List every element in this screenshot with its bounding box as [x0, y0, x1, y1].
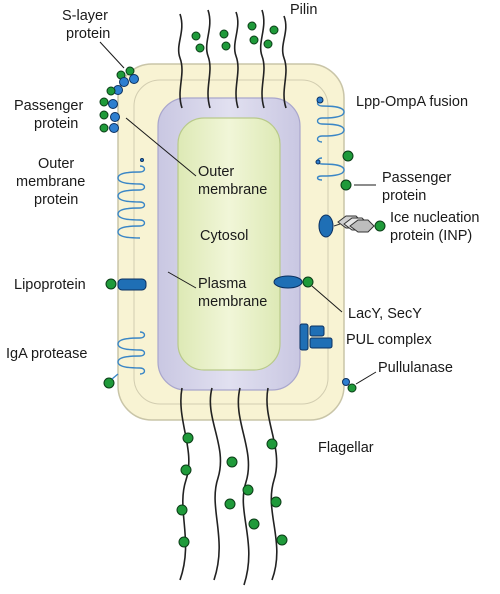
flagellar-group: [176, 387, 288, 586]
outer-membrane-protein-label-1: Outer: [38, 156, 74, 172]
inp-repeat-domain: [333, 215, 375, 233]
iga-protease-label: IgA protease: [6, 346, 87, 362]
pilin-protein: [195, 43, 205, 53]
outer-membrane-leader: [125, 117, 197, 177]
pilin-hair: [233, 11, 239, 109]
lpp-ompa-loop: [316, 99, 345, 143]
flagellar-protein: [176, 504, 188, 516]
iga-protease-loop: [117, 331, 146, 375]
passenger-left-label-1: Passenger: [14, 98, 83, 114]
inp-label-1: Ice nucleation: [390, 210, 479, 226]
flagellar-protein: [182, 432, 194, 444]
inp-passenger: [374, 220, 386, 232]
flagellar-protein: [242, 484, 254, 496]
flagellar-protein: [276, 534, 288, 546]
pilin-protein: [191, 31, 201, 41]
passenger-right-label-2: protein: [382, 188, 426, 204]
s-layer-protein-cluster: [106, 66, 139, 96]
s-layer-leader: [99, 41, 125, 69]
lipoprotein: [105, 278, 117, 290]
outer-membrane-protein-loop: [117, 165, 146, 239]
lipoprotein-anchor: [117, 278, 147, 291]
s-layer-protein: [129, 74, 139, 84]
lpp-ompa-label: Lpp-OmpA fusion: [356, 94, 468, 110]
flagellar-label: Flagellar: [318, 440, 374, 456]
plasma-membrane-label-2: membrane: [198, 294, 267, 310]
inp-label-2: protein (INP): [390, 228, 472, 244]
passenger-right-label-1: Passenger: [382, 170, 451, 186]
passenger-protein: [99, 110, 109, 120]
s-layer-protein: [119, 77, 129, 87]
s-layer-protein: [106, 86, 116, 96]
pullulanase-label: Pullulanase: [378, 360, 453, 376]
pilin-group: [177, 9, 287, 109]
s-layer-label-1: S-layer: [62, 8, 108, 24]
passenger-right-anchor: [315, 159, 321, 165]
passenger-protein-right: [340, 179, 352, 191]
plasma-membrane-leader: [167, 271, 197, 289]
pilin-label: Pilin: [290, 2, 317, 18]
flagellar-protein: [226, 456, 238, 468]
cytosol-region: [177, 117, 281, 371]
flagellar-protein: [224, 498, 236, 510]
lacy-secy-label: LacY, SecY: [348, 306, 422, 322]
flagellum: [266, 387, 278, 581]
outer-membrane-protein-label-3: protein: [34, 192, 78, 208]
passenger-left-label-2: protein: [34, 116, 78, 132]
flagellar-protein: [180, 464, 192, 476]
passenger-protein-left-cluster: [99, 97, 120, 133]
passenger-protein: [99, 123, 109, 133]
pullulanase-domain: [342, 378, 350, 386]
iga-protease-link: [111, 373, 119, 380]
flagellum: [237, 387, 250, 586]
pilin-protein: [221, 41, 231, 51]
pilin-protein: [249, 35, 259, 45]
lipoprotein-label: Lipoprotein: [14, 277, 86, 293]
outer-membrane-protein-tip: [140, 158, 144, 162]
pilin-hair: [205, 9, 211, 109]
plasma-membrane-label-1: Plasma: [198, 276, 247, 292]
s-layer-protein: [125, 66, 135, 76]
pilin-protein: [263, 39, 273, 49]
passenger-protein: [110, 112, 120, 122]
s-layer-label-2: protein: [66, 26, 110, 42]
pul-complex: [299, 323, 333, 351]
pilin-hair: [281, 15, 287, 109]
flagellum: [209, 387, 222, 581]
pilin-protein: [269, 25, 279, 35]
outer-membrane-label-2: membrane: [198, 182, 267, 198]
pullulanase-leader: [355, 371, 377, 385]
pilin-hair: [259, 9, 265, 109]
passenger-protein: [109, 123, 119, 133]
lacy-secy-protein: [302, 276, 314, 288]
outer-membrane-protein-label-2: membrane: [16, 174, 85, 190]
flagellar-protein: [270, 496, 282, 508]
lpp-ompa-passenger: [342, 150, 354, 162]
flagellar-protein: [266, 438, 278, 450]
pilin-protein: [247, 21, 257, 31]
inp-anchor: [318, 214, 334, 238]
cytosol-label: Cytosol: [200, 228, 248, 244]
outer-membrane-label-1: Outer: [198, 164, 234, 180]
iga-protease: [103, 377, 115, 389]
lacy-secy-leader: [311, 285, 343, 313]
lpp-anchor: [316, 96, 324, 104]
pullulanase: [347, 383, 357, 393]
flagellar-protein: [178, 536, 190, 548]
passenger-protein: [99, 97, 109, 107]
pul-complex-label: PUL complex: [346, 332, 432, 348]
pilin-protein: [219, 29, 229, 39]
pilin-hair: [177, 13, 183, 109]
flagellar-protein: [248, 518, 260, 530]
passenger-protein: [108, 99, 118, 109]
lacy-secy-anchor: [273, 275, 303, 289]
